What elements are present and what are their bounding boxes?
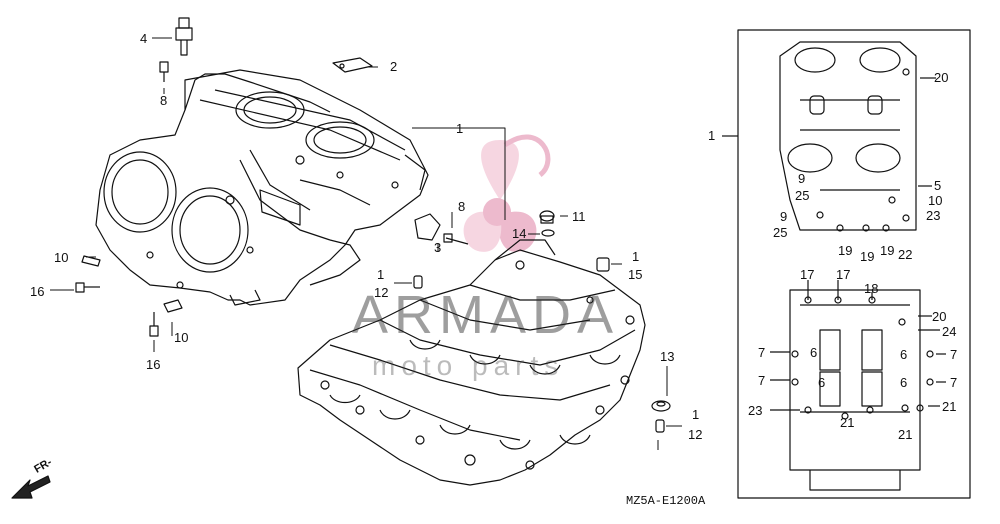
- panel-callout-23: 23: [748, 403, 763, 418]
- panel-callout-6: 6: [900, 347, 908, 362]
- panel-callout-7: 7: [950, 375, 958, 390]
- panel-callout-22: 22: [898, 247, 913, 262]
- callout-8: 8: [160, 93, 168, 108]
- callout-14: 14: [512, 226, 527, 241]
- panel-callout-6: 6: [900, 375, 908, 390]
- panel-callout-20: 20: [932, 309, 947, 324]
- upper-crankcase: [95, 69, 429, 306]
- panel-callout-19: 19: [880, 243, 895, 258]
- callout-1: 1: [692, 407, 700, 422]
- panel-callout-24: 24: [942, 324, 957, 339]
- callout-3: 3: [434, 240, 442, 255]
- panel-callout-19: 19: [860, 249, 875, 264]
- callout-8: 8: [458, 199, 466, 214]
- drawing-code: MZ5A-E1200A: [626, 494, 706, 508]
- panel-callout-17: 17: [836, 267, 851, 282]
- callout-1: 1: [377, 267, 385, 282]
- panel-callout-9: 9: [798, 171, 806, 186]
- callout-16: 16: [146, 357, 161, 372]
- panel-callout-6: 6: [810, 345, 818, 360]
- leader-lines: [50, 37, 682, 450]
- panel-callout-21: 21: [942, 399, 957, 414]
- watermark-tagline: moto parts: [372, 350, 565, 381]
- callout-10: 10: [174, 330, 189, 345]
- panel-callout-9: 9: [780, 209, 788, 224]
- panel-callout-6: 6: [818, 375, 826, 390]
- callout-4: 4: [140, 31, 148, 46]
- callout-15: 15: [628, 267, 643, 282]
- panel-callout-7: 7: [758, 373, 766, 388]
- panel-callout-17: 17: [800, 267, 815, 282]
- panel-callout-10: 10: [928, 193, 943, 208]
- callout-1: 1: [632, 249, 640, 264]
- callout-12: 12: [374, 285, 389, 300]
- gasket-panel: [722, 29, 971, 499]
- callout-10: 10: [54, 250, 69, 265]
- callout-2: 2: [390, 59, 398, 74]
- watermark-logo: [463, 134, 551, 252]
- small-parts: [75, 17, 671, 433]
- front-arrow: [11, 475, 51, 499]
- callout-16: 16: [30, 284, 45, 299]
- panel-callout-7: 7: [950, 347, 958, 362]
- panel-callout-1: 1: [708, 128, 716, 143]
- panel-callout-25: 25: [773, 225, 788, 240]
- callout-11: 11: [572, 209, 586, 224]
- callout-1: 1: [456, 121, 464, 136]
- panel-callout-21: 21: [898, 427, 913, 442]
- panel-callout-21: 21: [840, 415, 855, 430]
- watermark-brand: ARMADA: [352, 285, 620, 345]
- panel-callout-20: 20: [934, 70, 949, 85]
- panel-callout-19: 19: [838, 243, 853, 258]
- panel-callout-25: 25: [795, 188, 810, 203]
- panel-callout-23: 23: [926, 208, 941, 223]
- panel-callout-18: 18: [864, 281, 879, 296]
- lower-crankcase: [297, 239, 646, 486]
- callout-13: 13: [660, 349, 675, 364]
- callout-12: 12: [688, 427, 703, 442]
- panel-callout-7: 7: [758, 345, 766, 360]
- panel-callout-5: 5: [934, 178, 942, 193]
